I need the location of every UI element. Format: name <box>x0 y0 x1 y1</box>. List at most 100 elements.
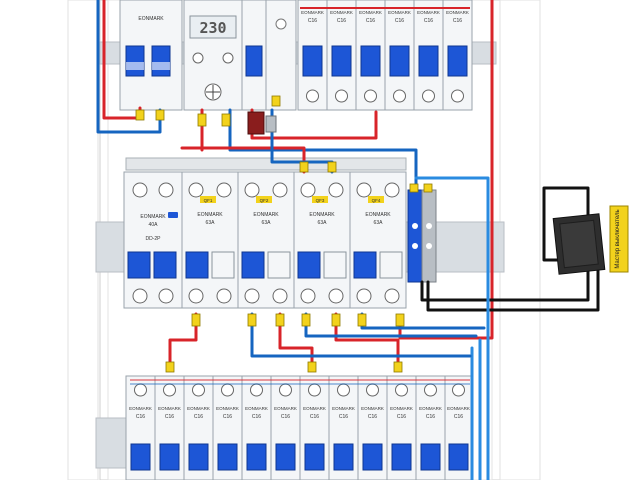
rcbo-brand: EONMARK <box>365 212 391 218</box>
row3-breaker: EONMARK C16 <box>415 375 446 480</box>
wire-phase-riser <box>398 0 494 340</box>
switch-label: Мастер выключатель <box>615 209 621 268</box>
row3: EONMARK C16 EONMARK C16 EONMARK C16 EONM… <box>125 375 473 480</box>
row1-breaker: EONMARK C16 <box>355 0 386 111</box>
rcbo-rating: 63A <box>374 220 384 226</box>
row3-breaker: EONMARK C16 <box>212 375 243 480</box>
rcbo-rating: 63A <box>318 220 328 226</box>
breaker-brand: EONMARK <box>361 406 384 411</box>
breaker-brand: EONMARK <box>245 406 268 411</box>
breaker-brand: EONMARK <box>359 10 382 15</box>
rcd-model: DD-2P <box>145 236 161 242</box>
breaker-brand: EONMARK <box>447 406 470 411</box>
wire-switch-earth-1 <box>420 186 590 302</box>
breaker-brand: EONMARK <box>419 406 442 411</box>
breaker-brand: EONMARK <box>330 10 353 15</box>
row3-breaker: EONMARK C16 <box>183 375 214 480</box>
breaker-brand: EONMARK <box>301 10 324 15</box>
row3-breaker: EONMARK C16 <box>328 375 359 480</box>
breaker-brand: EONMARK <box>187 406 210 411</box>
row3-breaker: EONMARK C16 <box>357 375 388 480</box>
breaker-rating: C16 <box>252 414 261 420</box>
row3-breaker: EONMARK C16 <box>154 375 185 480</box>
voltage-relay: 230 <box>183 0 243 111</box>
rcbo-brand: EONMARK <box>253 212 279 218</box>
row2-rcbo: EONMARK 63A <box>293 171 351 309</box>
breaker-rating: C16 <box>165 414 174 420</box>
row3-breaker: EONMARK C16 <box>241 375 272 480</box>
row3-breaker: EONMARK C16 <box>299 375 330 480</box>
breaker-brand: EONMARK <box>446 10 469 15</box>
row2-rcbo: EONMARK 63A <box>181 171 239 309</box>
breaker-rating: C16 <box>339 414 348 420</box>
row1-breaker: EONMARK C16 <box>384 0 415 111</box>
row3-breaker: EONMARK C16 <box>444 375 473 480</box>
breaker-rating: C16 <box>136 414 145 420</box>
row2-rcd: EONMARK 40A DD-2P <box>123 171 183 309</box>
wire-switch-earth-2 <box>426 266 600 312</box>
panel-side-right <box>499 0 541 480</box>
row2-rcbo: EONMARK 63A <box>349 171 407 309</box>
row1-relay-breaker <box>241 0 267 111</box>
bridge-label: QF2 <box>260 198 269 203</box>
wire-neutral-main <box>96 0 162 134</box>
row3-breaker: EONMARK C16 <box>270 375 301 480</box>
breaker-rating: C16 <box>310 414 319 420</box>
breaker-rating: C16 <box>424 18 433 24</box>
row1: EONMARK 230 EONMARK C16 <box>119 0 473 111</box>
bridge-label: QF4 <box>372 198 381 203</box>
breaker-rating: C16 <box>366 18 375 24</box>
breaker-brand: EONMARK <box>390 406 413 411</box>
breaker-rating: C16 <box>395 18 404 24</box>
breaker-rating: C16 <box>281 414 290 420</box>
breaker-rating: C16 <box>194 414 203 420</box>
rcbo-rating: 63A <box>262 220 272 226</box>
row1-breaker: EONMARK C16 <box>413 0 444 111</box>
breaker-rating: C16 <box>397 414 406 420</box>
rcd-rating: 40A <box>149 222 159 228</box>
row1-breaker: EONMARK C16 <box>297 0 328 111</box>
rcbo-brand: EONMARK <box>197 212 223 218</box>
row2: EONMARK 40A DD-2P EONMARK 63A EONMARK <box>123 171 407 309</box>
row1-breaker: EONMARK C16 <box>326 0 357 111</box>
voltage-display: 230 <box>199 19 226 37</box>
breaker-brand: EONMARK <box>158 406 181 411</box>
wire-row3-phase-a <box>168 312 198 372</box>
row3-breaker: EONMARK C16 <box>386 375 417 480</box>
row2-comb-bar <box>125 157 407 171</box>
breaker-brand: EONMARK <box>417 10 440 15</box>
wire-neutral-to-terminal <box>228 108 418 188</box>
row2-rcbo: EONMARK 63A <box>237 171 295 309</box>
row1-breaker-group: EONMARK C16 EONMARK C16 EONMARK C16 <box>297 0 473 111</box>
breaker-brand: EONMARK <box>388 10 411 15</box>
bridge-label: QF1 <box>204 198 213 203</box>
rcbo-rating: 63A <box>206 220 216 226</box>
rcbo-brand: EONMARK <box>309 212 335 218</box>
terminal-block <box>407 189 437 283</box>
row3-breaker: EONMARK C16 <box>125 375 156 480</box>
breaker-brand: EONMARK <box>274 406 297 411</box>
row1-contactor <box>265 0 297 111</box>
breaker-rating: C16 <box>453 18 462 24</box>
rcd-brand: EONMARK <box>140 214 166 220</box>
breaker-brand: EONMARK <box>129 406 152 411</box>
bridge-label: QF3 <box>316 198 325 203</box>
breaker-brand: EONMARK <box>303 406 326 411</box>
breaker-rating: C16 <box>368 414 377 420</box>
panel-side-left <box>67 0 99 480</box>
wire-row3-neutral-a <box>250 312 472 358</box>
breaker-rating: C16 <box>426 414 435 420</box>
breaker-brand: EONMARK <box>216 406 239 411</box>
breaker-rating: C16 <box>223 414 232 420</box>
row1-breaker: EONMARK C16 <box>442 0 473 111</box>
breaker-rating: C16 <box>337 18 346 24</box>
master-switch: Мастер выключатель <box>552 205 629 275</box>
breaker-rating: C16 <box>308 18 317 24</box>
terminal-lugs <box>135 95 433 373</box>
wire-neutral-riser <box>414 176 490 480</box>
row1-main-breaker: EONMARK <box>119 0 183 111</box>
breaker-rating: C16 <box>454 414 463 420</box>
wire-row3-phase-b <box>278 312 314 372</box>
breaker-brand: EONMARK <box>138 16 164 22</box>
